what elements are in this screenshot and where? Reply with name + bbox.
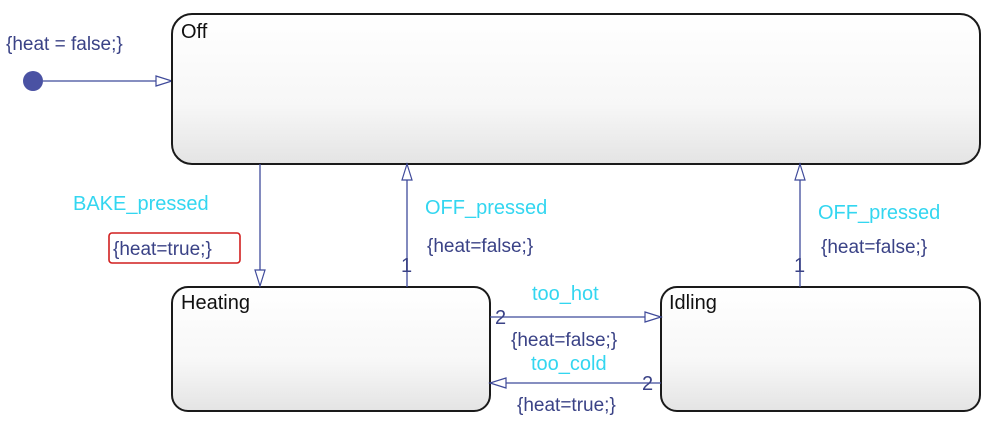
state-heating-name: Heating [181,292,250,314]
state-idling[interactable]: Idling [660,286,981,412]
bake-transition-event: BAKE_pressed [73,193,209,215]
bake-action-highlight-box [108,232,241,264]
off-from-heating-action: {heat=false;} [427,236,533,257]
too-cold-priority: 2 [642,373,653,395]
state-off[interactable]: Off [171,13,981,165]
off-from-idling-event: OFF_pressed [818,202,940,224]
off-from-heating-arrowhead [401,161,413,181]
default-transition-dot[interactable] [23,71,43,91]
state-idling-name: Idling [669,292,717,314]
bake-transition-action: {heat=true;} [113,239,212,260]
too-cold-arrowhead [487,377,507,389]
too-cold-event: too_cold [531,353,607,375]
state-off-name: Off [181,21,208,43]
off-from-heating-event: OFF_pressed [425,197,547,219]
off-from-idling-arrowhead [794,161,806,181]
off-from-idling-action: {heat=false;} [821,237,927,258]
too-cold-action: {heat=true;} [517,395,616,416]
bake-transition-arrowhead [254,269,266,289]
state-heating[interactable]: Heating [171,286,491,412]
too-hot-event: too_hot [532,283,599,305]
default-transition-arrowhead [155,75,175,87]
too-hot-action: {heat=false;} [511,330,617,351]
off-from-heating-priority: 1 [401,255,412,277]
too-hot-priority: 2 [495,307,506,329]
default-transition-action: {heat = false;} [6,34,123,55]
too-hot-arrowhead [644,311,664,323]
off-from-idling-priority: 1 [794,255,805,277]
